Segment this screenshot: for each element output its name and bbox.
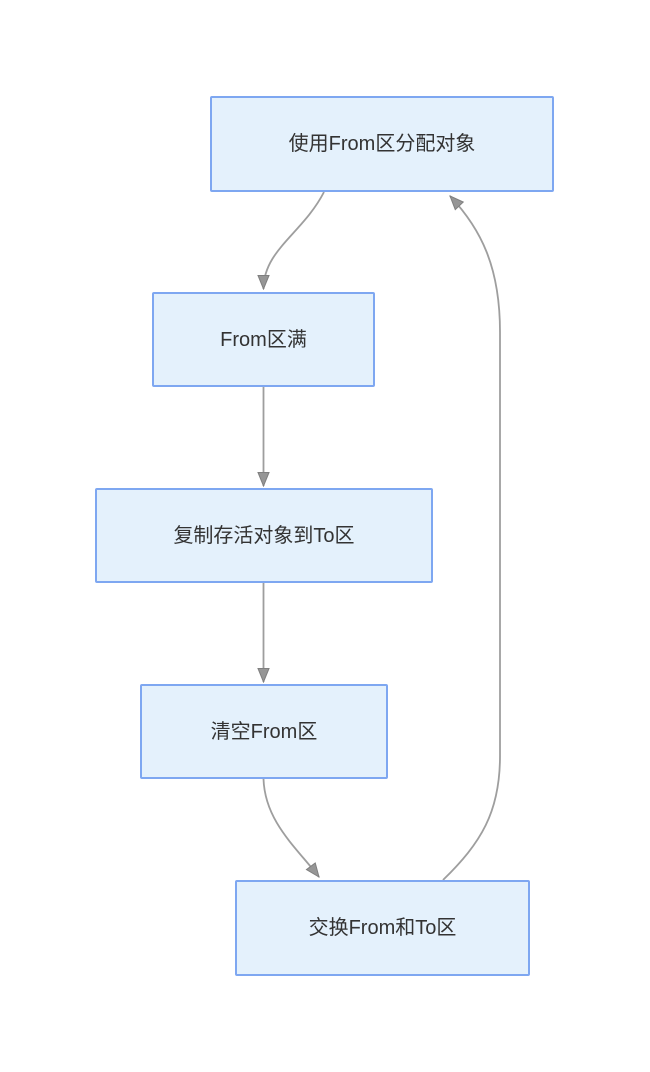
node-from-full-label: From区满 [220, 328, 307, 351]
edge-allocate-to-from-full [264, 191, 325, 289]
node-clear-from: 清空From区 [140, 684, 388, 779]
edge-swap-to-allocate [442, 196, 501, 881]
node-swap-label: 交换From和To区 [308, 917, 457, 939]
node-clear-from-label: 清空From区 [210, 720, 318, 743]
edge-clear-from-to-swap [262, 778, 320, 877]
node-allocate-label: 使用From区分配对象 [288, 133, 476, 155]
node-copy-live-label: 复制存活对象到To区 [173, 524, 355, 547]
node-swap: 交换From和To区 [235, 880, 530, 976]
node-allocate: 使用From区分配对象 [210, 96, 554, 192]
node-copy-live: 复制存活对象到To区 [95, 488, 433, 583]
node-from-full: From区满 [152, 292, 375, 387]
